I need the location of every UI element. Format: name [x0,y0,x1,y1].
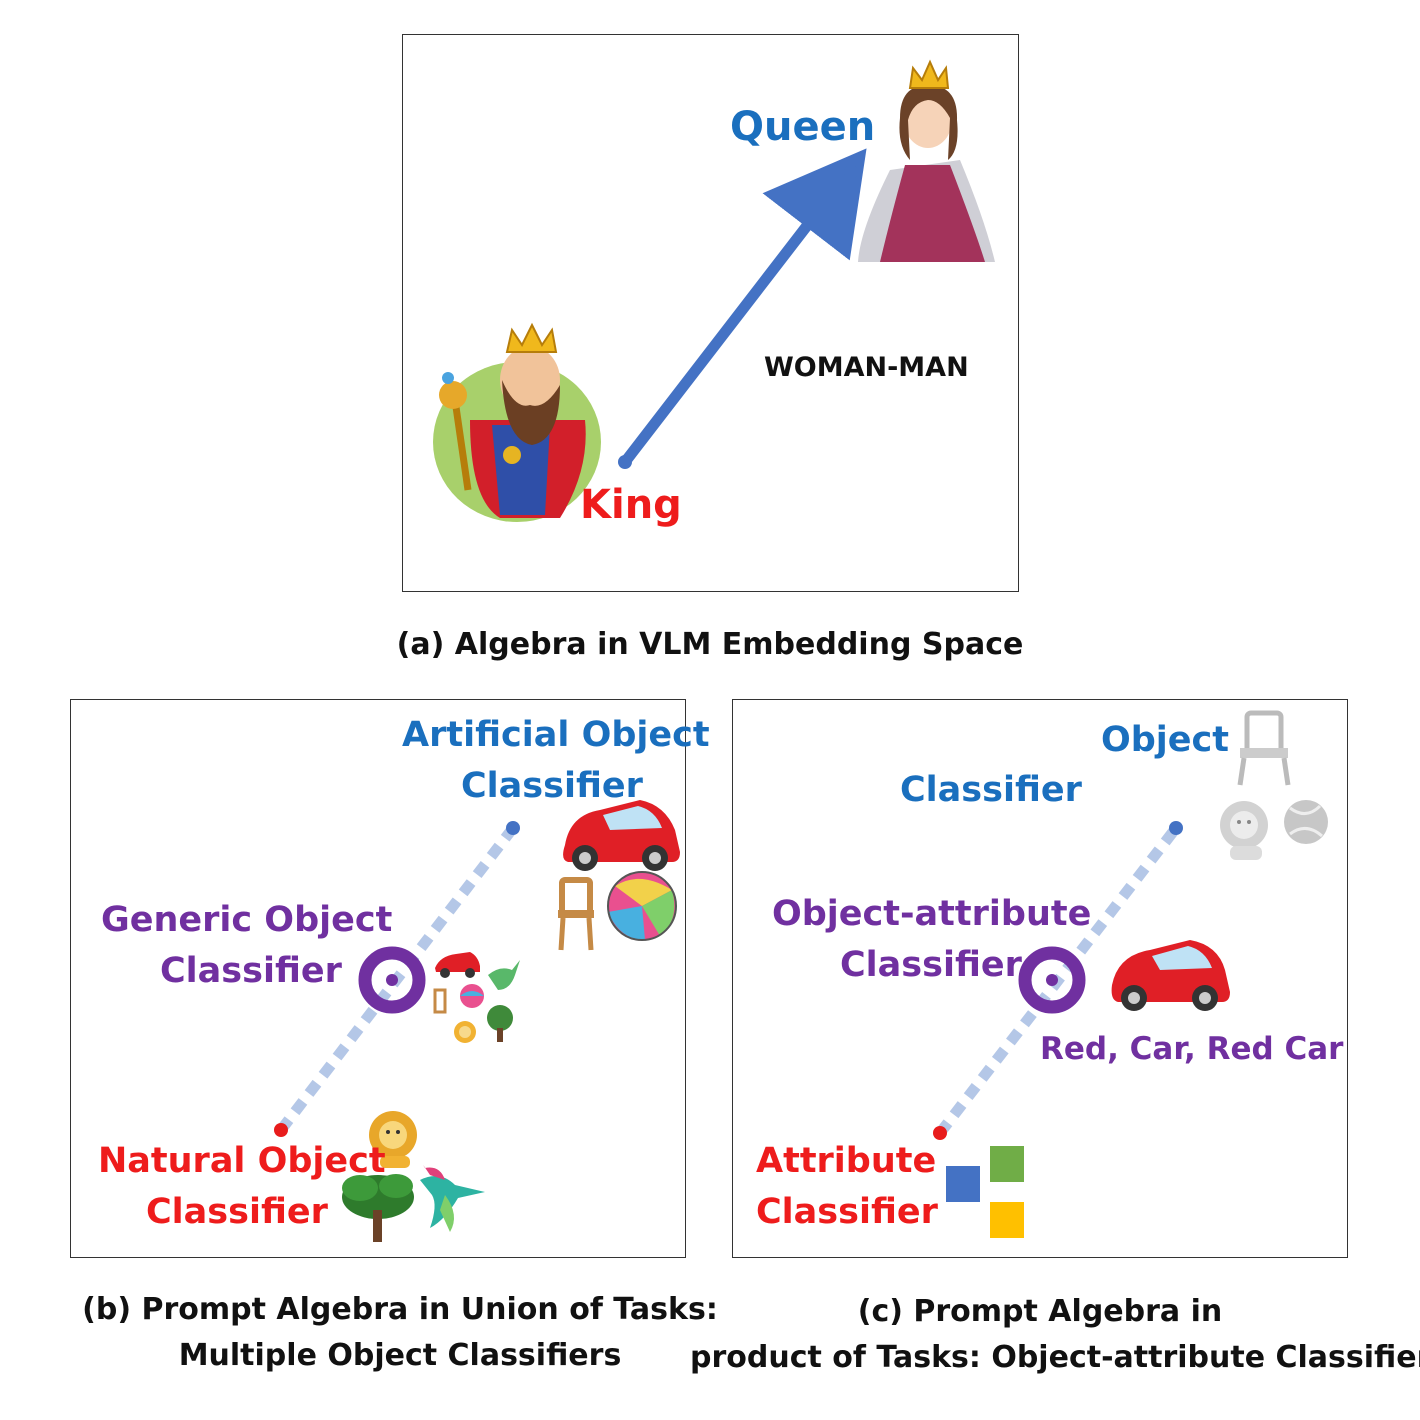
lion-icon [369,1111,417,1168]
queen-icon [858,59,995,262]
tree-icon [342,1174,414,1242]
object-attribute-line [935,824,1181,1137]
panel-b-frame [70,699,686,1258]
generic-object-target [358,946,426,1014]
car-icon [1111,940,1230,1011]
panel-c-frame [732,699,1348,1258]
object-label-1: Object [1101,720,1230,760]
artificial-object-label-2: Classifier [461,766,643,806]
natural-object-point [274,1123,288,1137]
mini-mixed-icons [433,952,520,1043]
woman-man-arrow [619,148,867,468]
caption-c-line-1: (c) Prompt Algebra in [857,1294,1223,1329]
object-attribute-target [1018,946,1086,1014]
chair-icon [558,877,594,951]
hummingbird-icon [420,1165,485,1232]
object-attribute-label-1: Object-attribute [772,894,1092,934]
caption-b-line-2: Multiple Object Classifiers [178,1338,622,1373]
caption-c-line-2: product of Tasks: Object-attribute Class… [690,1340,1420,1375]
artificial-object-point [506,821,520,835]
queen-label: Queen [730,104,876,150]
attribute-label-1: Attribute [756,1141,937,1181]
king-icon [433,322,601,522]
king-label: King [580,482,682,528]
generic-object-label-2: Classifier [160,951,342,991]
volleyball-icon [1284,800,1328,844]
natural-object-label-2: Classifier [146,1192,328,1232]
object-label-2: Classifier [900,770,1082,810]
chair-icon [1237,710,1291,786]
color-squares-icon [946,1146,1024,1238]
object-attribute-sublabel: Red, Car, Red Car [1040,1031,1344,1067]
artificial-object-label-1: Artificial Object [402,715,710,755]
attribute-point [933,1126,947,1140]
lion-icon [1220,801,1268,860]
attribute-label-2: Classifier [756,1192,938,1232]
object-point [1169,821,1183,835]
natural-object-label-1: Natural Object [98,1141,386,1181]
car-icon [563,800,680,871]
king-point [618,455,632,469]
generic-object-label-1: Generic Object [101,900,393,940]
object-attribute-label-2: Classifier [840,945,1022,985]
caption-b-line-1: (b) Prompt Algebra in Union of Tasks: [82,1292,718,1327]
beach-ball-icon [607,871,677,941]
woman-man-label: WOMAN-MAN [764,352,969,383]
queen-point [844,165,858,179]
caption-a: (a) Algebra in VLM Embedding Space [396,627,1024,662]
